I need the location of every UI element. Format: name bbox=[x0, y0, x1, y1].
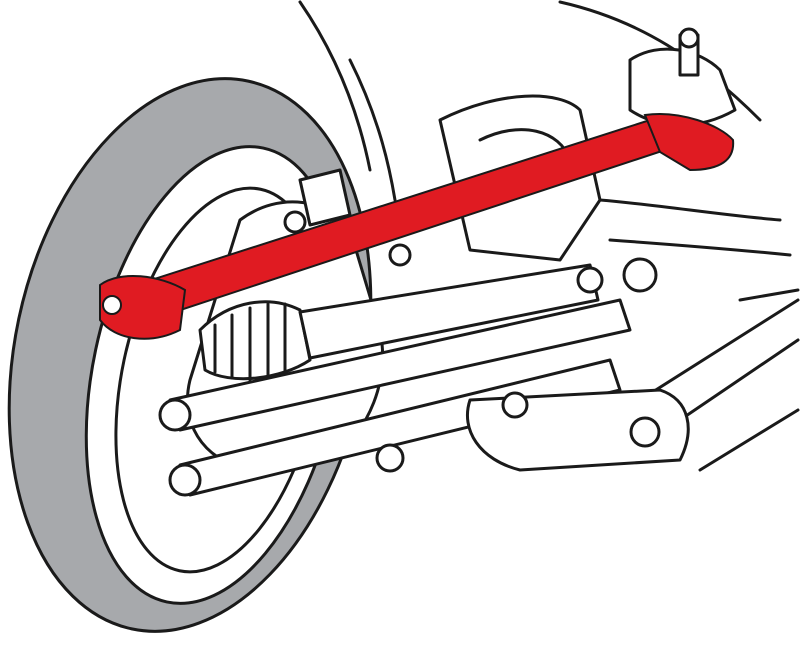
upper-mount bbox=[628, 27, 737, 127]
cv-boot bbox=[198, 263, 600, 382]
chassis-lines bbox=[298, 0, 800, 472]
control-arms bbox=[158, 243, 690, 497]
red-suspension-arm bbox=[99, 113, 735, 340]
